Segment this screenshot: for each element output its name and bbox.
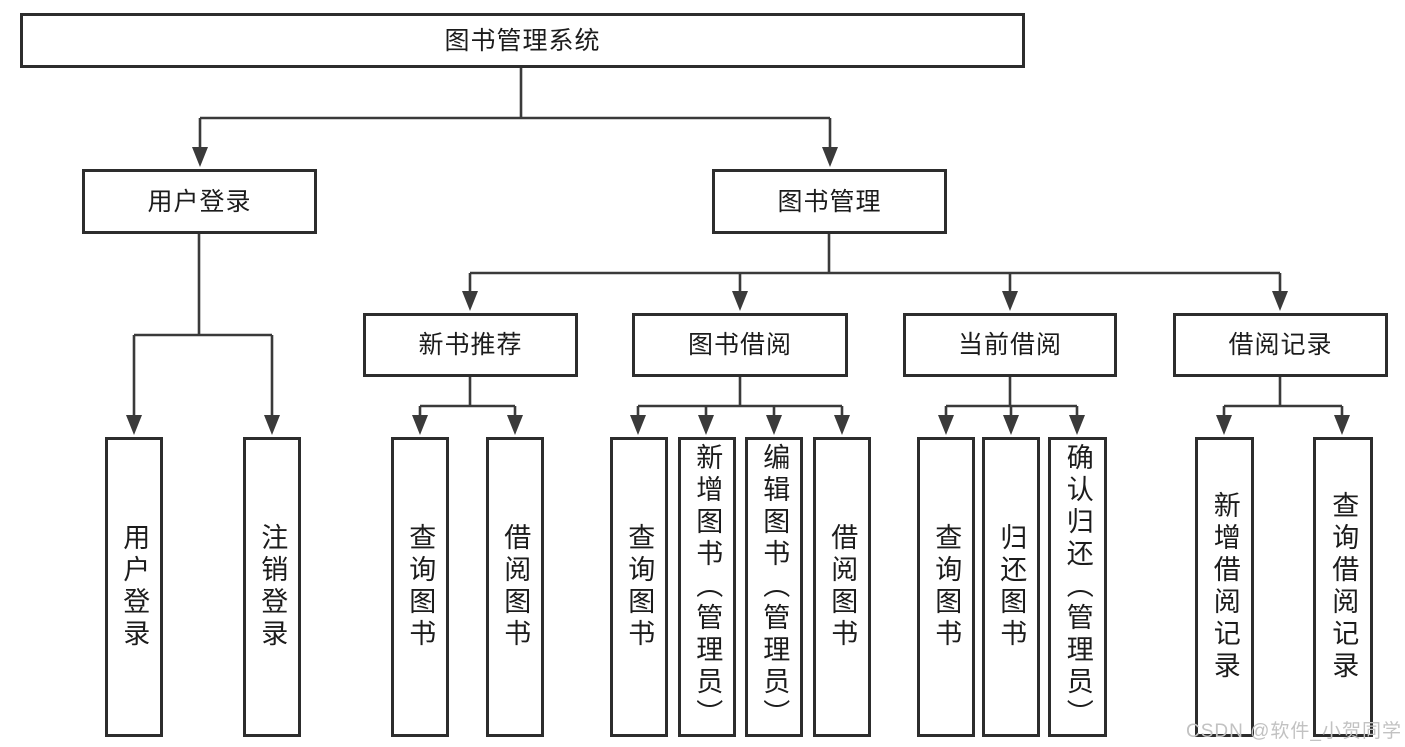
leaf-borrow-query-books: 查询图书	[610, 437, 668, 737]
leaf-current-return-books: 归还图书	[982, 437, 1040, 737]
node-book-borrowing: 图书借阅	[632, 313, 848, 377]
leaf-current-query-books: 查询图书	[917, 437, 975, 737]
watermark: CSDN @软件_小贺同学	[1186, 721, 1402, 742]
leaf-borrow-borrow-books: 借阅图书	[813, 437, 871, 737]
node-borrowing-records: 借阅记录	[1173, 313, 1388, 377]
node-current-borrowing: 当前借阅	[903, 313, 1117, 377]
node-book-management: 图书管理	[712, 169, 947, 234]
node-library-system: 图书管理系统	[20, 13, 1025, 68]
leaf-records-add-record: 新增借阅记录	[1195, 437, 1254, 737]
leaf-logout: 注销登录	[243, 437, 301, 737]
leaf-borrow-edit-books-admin: 编辑图书（管理员）	[745, 437, 803, 737]
node-user-login: 用户登录	[82, 169, 317, 234]
leaf-user-login: 用户登录	[105, 437, 163, 737]
leaf-current-confirm-return-admin: 确认归还（管理员）	[1048, 437, 1107, 737]
leaf-recommend-borrow-books: 借阅图书	[486, 437, 544, 737]
leaf-borrow-add-books-admin: 新增图书（管理员）	[678, 437, 736, 737]
leaf-records-query-record: 查询借阅记录	[1313, 437, 1373, 737]
leaf-recommend-query-books: 查询图书	[391, 437, 449, 737]
node-new-book-recommend: 新书推荐	[363, 313, 578, 377]
